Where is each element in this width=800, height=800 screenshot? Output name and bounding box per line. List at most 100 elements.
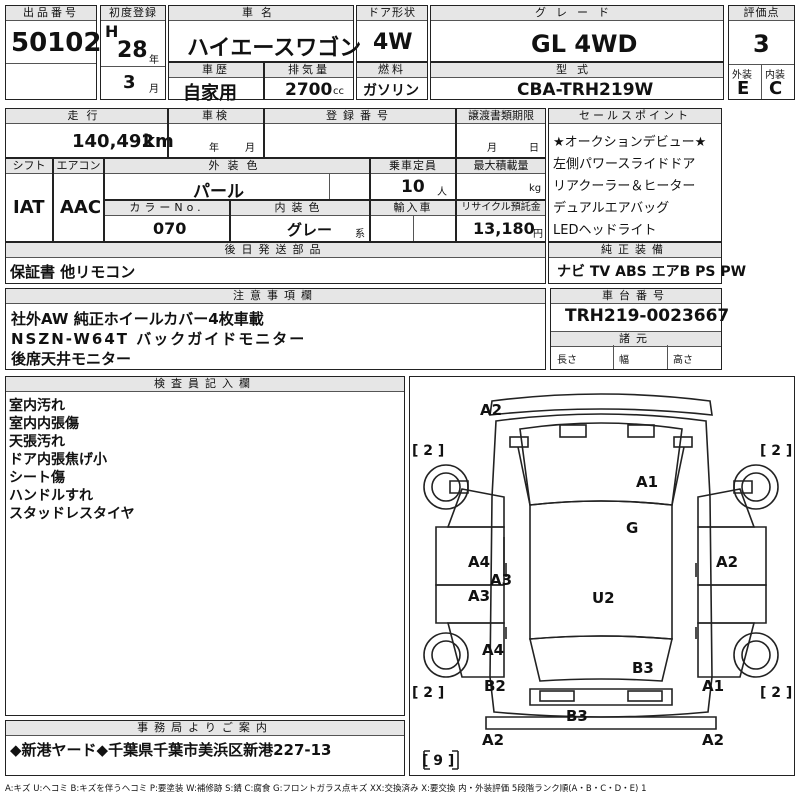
import-header: 輸入車 [371,201,455,216]
aircon-box: エアコン AAC [53,158,104,242]
sales-point: ★オークションデビュー★ [553,135,707,150]
max-load-unit: kg [529,183,542,194]
grade-header: グレード [431,6,723,21]
notes-box: 注意事項欄 社外AW 純正ホイールカバー4枚車載 NSZN-W64T バックガイ… [5,288,546,370]
damage-mark: G [626,519,638,537]
recycle-fee: 13,180 [473,219,535,238]
lot-number-header: 出品番号 [6,6,96,21]
inspector-note: 室内汚れ [9,398,65,414]
inspection-month-unit: 月 [245,143,255,154]
tire-depth: [ 2 ] [760,443,792,459]
damage-mark: A2 [702,731,724,749]
inspection-year-unit: 年 [209,143,219,154]
shift-type: IAT [13,197,45,218]
registration-year: 28 [117,38,148,63]
inspector-notes-header: 検査員記入欄 [6,377,404,392]
grade-box: グレード GL 4WD [430,5,724,62]
capacity: 10 [401,177,425,197]
mileage-box: 走行 140,492 km [5,108,174,158]
first-registration-header: 初度登録 [101,6,165,21]
score: 3 [753,30,770,58]
damage-mark: A2 [480,401,502,419]
inspector-note: ドア内張焦げ小 [9,452,107,468]
color-number-header: カラーNo. [105,201,229,216]
era-letter: H [105,22,119,41]
inspection-header: 車検 [169,109,263,124]
aircon-type: AAC [60,197,102,218]
damage-mark: A3 [490,571,512,589]
sales-points-header: セールスポイント [549,109,721,124]
inspector-note: 室内内張傷 [9,416,79,432]
recycle-box: リサイクル預託金 13,180 円 [456,200,546,242]
damage-mark: A1 [702,677,724,695]
damage-mark: B3 [632,659,654,677]
exterior-color-box: 外装色 パール [104,158,370,202]
color-number: 070 [153,219,187,238]
inspection-box: 車検 年 月 [168,108,264,158]
fuel-type: ガソリン [363,83,419,99]
damage-mark: A3 [468,587,490,605]
import-box: 輸入車 [370,200,456,242]
inspector-note: シート傷 [9,470,65,486]
chassis-number: TRH219-0023667 [565,306,730,326]
sales-point: リアクーラー＆ヒーター [553,179,696,194]
max-load-header: 最大積載量 [457,159,545,174]
model-code-box: 型式 CBA-TRH219W [430,62,724,100]
capacity-header: 乗車定員 [371,159,455,174]
note-line: NSZN-W64T バックガイドモニター [11,330,307,348]
sales-points-box: セールスポイント ★オークションデビュー★ 左側パワースライドドア リアクーラー… [548,108,722,242]
shift-header: シフト [6,159,52,174]
width-label: 幅 [619,355,629,366]
inspector-note: ハンドルすれ [9,488,93,504]
exterior-header: 外装 [732,70,752,81]
damage-mark: B2 [484,677,506,695]
note-line: 後席天井モニター [11,350,132,368]
damage-legend: A:キズ U:ヘコミ B:キズを伴うヘコミ P:要塗装 W:補修跡 S:錆 C:… [5,784,647,794]
vehicle-history: 自家用 [183,83,237,104]
note-line: 社外AW 純正ホイールカバー4枚車載 [11,310,264,328]
car-name: ハイエースワゴン [187,36,362,61]
damage-mark: A2 [482,731,504,749]
model-code-header: 型式 [431,63,723,78]
spare-tire-depth: [ 9 ] [422,753,454,769]
recycle-header: リサイクル預託金 [457,201,545,216]
damage-mark: A2 [716,553,738,571]
tire-depth: [ 2 ] [412,685,444,701]
office-notice: ◆新港ヤード◆千葉県千葉市美浜区新港227-13 [10,741,332,759]
exterior-color: パール [193,182,244,202]
interior-color-box: 内装色 グレー 系 [230,200,370,242]
year-unit: 年 [149,55,159,66]
transfer-deadline-header: 譲渡書類期限 [457,109,545,124]
genuine-equipment: ナビ TV ABS エアB PS PW [557,264,747,280]
transfer-day-unit: 日 [529,143,539,154]
max-load-box: 最大積載量 kg [456,158,546,200]
lot-number-box: 出品番号 50102 [5,5,101,100]
notes-header: 注意事項欄 [6,289,545,304]
inspector-notes-box: 検査員記入欄 室内汚れ 室内内張傷 天張汚れ ドア内張焦げ小 シート傷 ハンドル… [5,376,405,716]
color-number-box: カラーNo. 070 [104,200,230,242]
tire-depth: [ 2 ] [412,443,444,459]
chassis-header: 車台番号 [551,289,721,304]
displacement-unit: cc [333,86,344,97]
aircon-header: エアコン [54,159,103,174]
registration-number-header: 登録番号 [265,109,455,124]
office-notice-box: 事務局よりご案内 ◆新港ヤード◆千葉県千葉市美浜区新港227-13 [5,720,405,776]
capacity-unit: 人 [437,187,447,198]
capacity-box: 乗車定員 10 人 [370,158,456,200]
transfer-deadline-box: 譲渡書類期限 月 日 [456,108,546,158]
shift-box: シフト IAT [5,158,53,242]
exterior-color-header: 外装色 [105,159,369,174]
dimensions-header: 諸元 [551,331,721,347]
door-type-box: ドア形状 4W [356,5,428,62]
mileage-header: 走行 [6,109,167,124]
score-header: 評価点 [729,6,794,21]
equipment-header: 純正装備 [549,243,721,258]
interior-color: グレー [287,221,333,239]
interior-grade: C [769,78,783,99]
registration-number-box: 登録番号 [264,108,456,158]
damage-mark: U2 [592,589,615,607]
interior-color-unit: 系 [355,229,365,240]
damage-mark: B3 [566,707,588,725]
recycle-unit: 円 [533,229,543,240]
displacement: 2700 [285,80,333,100]
